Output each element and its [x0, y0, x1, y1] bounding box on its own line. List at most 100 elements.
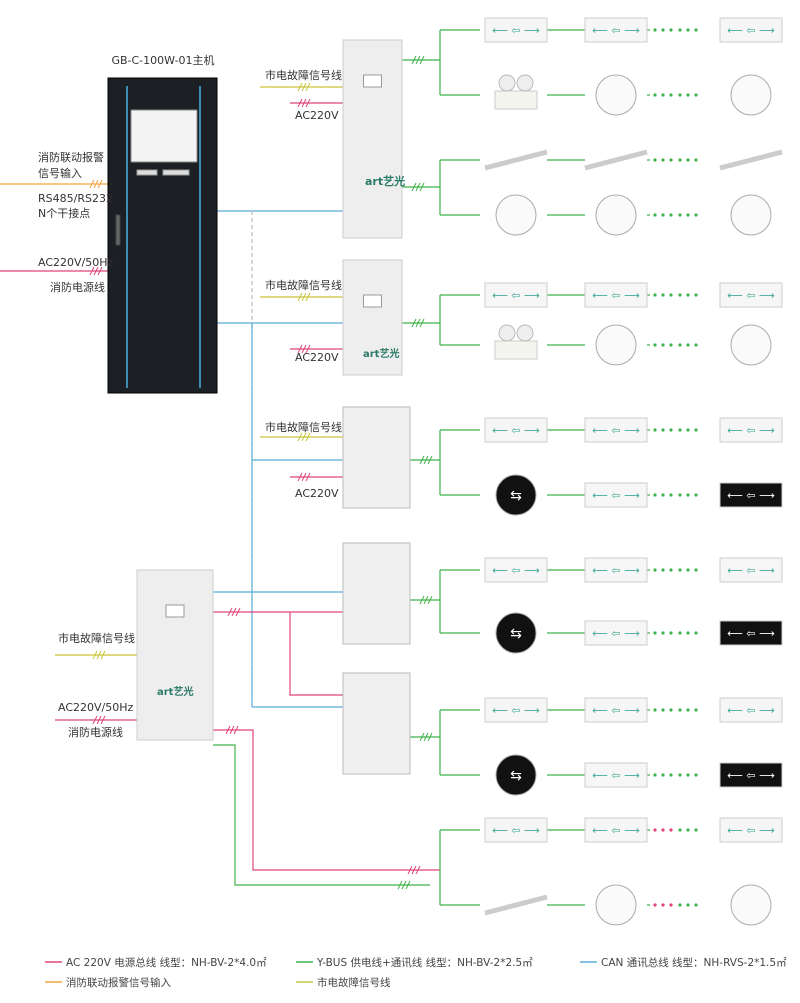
continuation-dot	[678, 28, 682, 32]
continuation-dot	[661, 158, 665, 162]
continuation-dot	[669, 93, 673, 97]
tube-light	[484, 149, 548, 171]
ac-main-label: AC220V/50Hz	[58, 701, 134, 714]
exit-sign	[719, 762, 783, 788]
exit-arrow-icon: ⟵ ⇦ ⟶	[592, 24, 640, 37]
emergency-power-panel	[342, 259, 403, 376]
continuation-dot	[661, 213, 665, 217]
cable-tick-mark	[97, 266, 103, 276]
continuation-dot	[653, 708, 657, 712]
equipment	[107, 17, 783, 843]
continuation-dot	[669, 28, 673, 32]
cable-tick-mark	[305, 292, 311, 302]
continuation-dot	[653, 631, 657, 635]
cable-tick-mark	[297, 432, 303, 442]
cable-tick-mark	[229, 725, 235, 735]
cable-tick-mark	[231, 607, 237, 617]
cable-tick-mark	[297, 82, 303, 92]
cable-tick-mark	[96, 715, 102, 725]
exit-sign	[719, 482, 783, 508]
emergency-power-panel	[136, 569, 214, 741]
continuation-dot	[669, 828, 673, 832]
cable-tick-mark	[301, 472, 307, 482]
ceiling-emergency-light	[730, 74, 772, 116]
cable-tick-mark	[301, 82, 307, 92]
continuation-dot	[694, 28, 698, 32]
continuation-dot	[694, 708, 698, 712]
continuation-dot	[653, 903, 657, 907]
continuation-dot	[678, 631, 682, 635]
exit-arrow-icon: ⟵ ⇦ ⟶	[727, 824, 775, 837]
cable-tick-mark	[235, 607, 241, 617]
continuation-dot	[686, 828, 690, 832]
legend: AC 220V 电源总线 线型：NH-BV-2*4.0㎡ Y-BUS 供电线+通…	[45, 956, 787, 989]
tube-light	[584, 149, 648, 171]
continuation-dot	[669, 903, 673, 907]
arrow-icon: ⇆	[510, 768, 522, 784]
brand-logo: art艺光	[363, 347, 399, 360]
directional-marker-light	[495, 474, 537, 516]
continuation-dot	[669, 631, 673, 635]
cable-tick-mark	[411, 55, 417, 65]
cable-tick-mark	[407, 865, 413, 875]
continuation-dot	[653, 293, 657, 297]
cable-tick-mark	[297, 292, 303, 302]
wiring	[0, 28, 698, 907]
continuation-dot	[694, 428, 698, 432]
continuation-dot	[653, 568, 657, 572]
ceiling-emergency-light	[730, 324, 772, 366]
legend-mains-fault: 市电故障信号线	[317, 976, 391, 989]
continuation-dot	[678, 213, 682, 217]
exit-arrow-icon: ⟵ ⇦ ⟶	[592, 424, 640, 437]
continuation-dot	[694, 213, 698, 217]
cable-tick-mark	[89, 266, 95, 276]
continuation-dot	[653, 828, 657, 832]
continuation-dot	[678, 493, 682, 497]
continuation-dot	[694, 568, 698, 572]
continuation-dot	[661, 708, 665, 712]
exit-sign	[584, 282, 648, 308]
dry-contact-label: N个干接点	[38, 207, 90, 220]
exit-sign	[584, 482, 648, 508]
exit-sign	[584, 557, 648, 583]
continuation-dot	[653, 93, 657, 97]
exit-arrow-icon: ⟵ ⇦ ⟶	[492, 424, 540, 437]
continuation-dot	[686, 773, 690, 777]
continuation-dot	[669, 493, 673, 497]
continuation-dot	[669, 773, 673, 777]
cable-tick-mark	[419, 732, 425, 742]
exit-sign	[584, 817, 648, 843]
cable-tick-mark	[225, 725, 231, 735]
mains-fault-label: 市电故障信号线	[265, 420, 342, 434]
exit-sign	[719, 17, 783, 43]
cable-tick-mark	[397, 880, 403, 890]
cable-tick-mark	[301, 292, 307, 302]
continuation-dot	[686, 93, 690, 97]
cable-tick-mark	[92, 650, 98, 660]
continuation-dot	[678, 568, 682, 572]
exit-arrow-icon: ⟵ ⇦ ⟶	[727, 424, 775, 437]
mains-fault-label: 市电故障信号线	[265, 68, 342, 82]
cable-tick-mark	[411, 318, 417, 328]
exit-sign	[584, 762, 648, 788]
continuation-dot	[686, 631, 690, 635]
continuation-dot	[653, 428, 657, 432]
exit-arrow-icon: ⟵ ⇦ ⟶	[727, 769, 775, 782]
continuation-dot	[678, 428, 682, 432]
ac220-label: AC220V	[295, 487, 339, 500]
continuation-dot	[678, 293, 682, 297]
tube-light	[719, 149, 783, 171]
continuation-dot	[653, 773, 657, 777]
lamp-head	[516, 74, 534, 92]
ac-bus-line	[289, 612, 343, 696]
exit-sign	[484, 17, 548, 43]
cable-tick-mark	[419, 55, 425, 65]
exit-arrow-icon: ⟵ ⇦ ⟶	[592, 564, 640, 577]
exit-sign	[484, 817, 548, 843]
legend-can: CAN 通讯总线 线型：NH-RVS-2*1.5㎡	[601, 956, 787, 969]
exit-arrow-icon: ⟵ ⇦ ⟶	[492, 289, 540, 302]
ceiling-emergency-light	[595, 194, 637, 236]
cable-tick-mark	[93, 179, 99, 189]
cable-tick-mark	[100, 650, 106, 660]
